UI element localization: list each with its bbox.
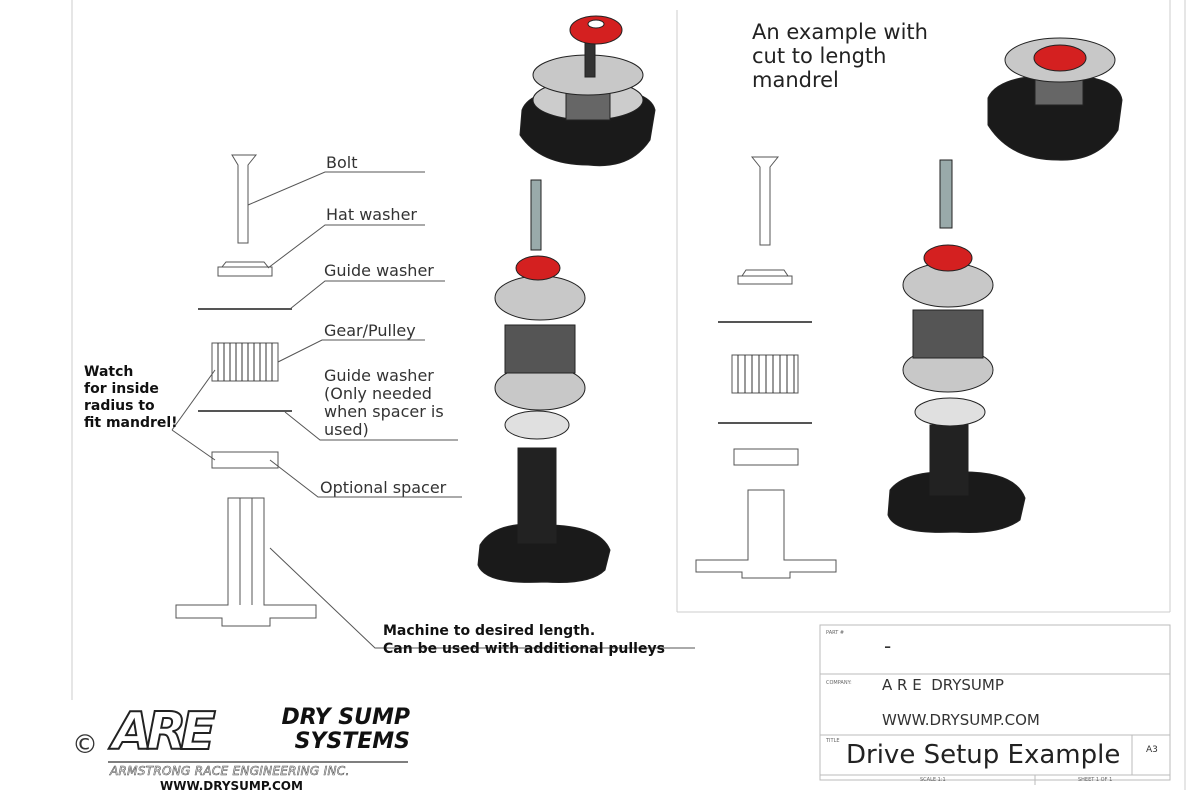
gear-drawing [211,342,279,382]
company-website: WWW.DRYSUMP.COM [882,711,1040,729]
bolt-drawing [231,154,258,244]
hat-washer-drawing [217,261,273,277]
render-assembled-right [987,37,1123,161]
note-line: Can be used with additional pulleys [383,641,665,657]
note-line: Watch [84,364,134,380]
spacer-drawing [211,451,279,469]
exploded-view-left [175,154,317,627]
part-value: - [884,634,892,658]
logo-line: DRY SUMP [281,705,411,730]
label-line: when spacer is [324,402,444,421]
render-assembled-left [519,15,656,167]
company-name: A R E DRYSUMP [882,676,1004,694]
company-label: COMPANY: [826,680,852,686]
render-exploded-right [887,159,1026,533]
copyright-symbol: © [72,730,98,760]
logo-text: DRY SUMP SYSTEMS [238,705,411,754]
label-line: Guide washer [324,366,434,385]
label-line: used) [324,420,369,439]
caption-line: mandrel [752,68,839,92]
label-guide-washer: Guide washer [324,261,434,280]
label-line: (Only needed [324,384,432,403]
title-block-frame [819,624,1171,785]
logo-website: WWW.DRYSUMP.COM [160,779,303,793]
logo-line: SYSTEMS [294,729,410,754]
example-caption: An example with cut to length mandrel [752,20,928,92]
scale: SCALE 1:1 [920,777,946,783]
logo-company: ARMSTRONG RACE ENGINEERING INC. [110,764,350,779]
label-bolt: Bolt [326,153,358,172]
mandrel-drawing [175,497,317,627]
label-optional-spacer: Optional spacer [320,478,447,497]
caption-line: cut to length [752,44,887,68]
note-line: fit mandrel! [84,415,178,431]
note-line: for inside [84,381,159,397]
leader-lines [171,171,695,649]
label-hat-washer: Hat washer [326,205,417,224]
render-exploded-left [477,179,611,583]
label-guide-washer-2: Guide washer (Only needed when spacer is… [324,367,444,439]
caption-line: An example with [752,20,928,44]
exploded-view-right [695,156,837,579]
label-gear-pulley: Gear/Pulley [324,321,416,340]
note-machine: Machine to desired length. Can be used w… [383,622,665,658]
note-watch: Watch for inside radius to fit mandrel! [84,364,178,432]
part-label: PART # [826,630,845,636]
note-line: radius to [84,398,155,414]
sheet-size: A3 [1146,745,1158,755]
drawing-title: Drive Setup Example [846,740,1121,770]
logo-mark: ARE [111,701,217,763]
title-label: TITLE [826,738,840,744]
note-line: Machine to desired length. [383,623,596,639]
sheet-number: SHEET 1 OF 1 [1078,777,1113,783]
